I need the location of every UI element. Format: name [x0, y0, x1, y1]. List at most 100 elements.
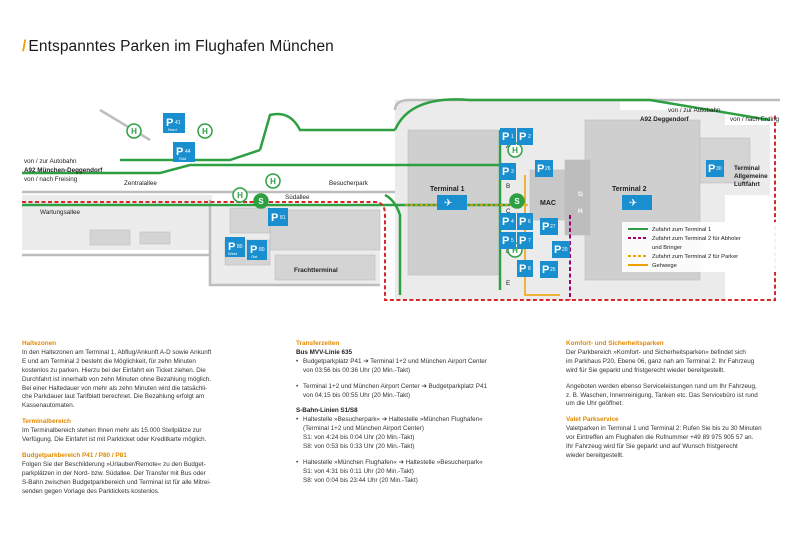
text-line: parkplätzen in der Nord- bzw. Südallee. … [22, 469, 206, 477]
label-suedallee: Südallee [285, 194, 310, 201]
text-line: senden gegen Vorlage des Parktickets kos… [22, 487, 160, 495]
text-line: Folgen Sie der Beschilderung »Urlauber/R… [22, 460, 206, 468]
bus-stop-icon [265, 173, 281, 189]
text-line: von 03:56 bis 00:36 Uhr (20 Min.-Takt) [303, 366, 411, 374]
text-line: vor Eintreffen am Flughafen die Rufnumme… [566, 434, 754, 442]
label-autobahn-right-3: von / nach Erding [730, 116, 780, 123]
text-line: Angeboten werden ebenso Serviceleistunge… [566, 382, 757, 390]
page-title: /Entspanntes Parken im Flughafen München [22, 38, 334, 56]
svg-text:P: P [554, 244, 561, 256]
legend-label-t2-parker: Zufahrt zum Terminal 2 für Parker [652, 254, 738, 260]
svg-text:P: P [542, 221, 549, 233]
text-line: (Terminal 1+2 und München Airport Center… [303, 425, 424, 433]
bus-stop-icon [126, 123, 142, 139]
text-line: Durchfahrt ist innerhalb von zehn Minute… [22, 375, 212, 383]
building-fracht-2 [274, 254, 376, 281]
heading-haltezonen: Haltezonen [22, 340, 57, 347]
text-line: von 04:15 bis 00:55 Uhr (20 Min.-Takt) [303, 391, 411, 399]
svg-text:P: P [502, 166, 509, 178]
label-frachtterminal: Frachtterminal [294, 267, 338, 274]
bus-stop-icon [232, 187, 248, 203]
label-ga-3: Luftfahrt [734, 181, 761, 188]
route-green-loop [258, 112, 395, 151]
bus-title: Bus MVV-Linie 635 [296, 348, 352, 356]
legend-label-t2-abholer: Zufahrt zum Terminal 2 für Abholer [652, 236, 741, 242]
svg-text:Ost: Ost [251, 254, 258, 259]
title-slash: / [22, 38, 27, 55]
building-fracht-1 [269, 209, 381, 251]
route-green-ne [393, 98, 771, 131]
text-line: Im Terminalbereich stehen Ihnen mehr als… [22, 427, 202, 435]
label-h: H [578, 208, 583, 215]
svg-text:P: P [271, 212, 278, 224]
text-line: Der Parkbereich »Komfort- und Sicherheit… [566, 348, 746, 356]
heading-valet: Valet Parkservice [566, 416, 619, 424]
text-line: Verfügung. Die Einfahrt ist mit Parktick… [22, 436, 207, 444]
svg-text:P: P [537, 163, 544, 175]
svg-text:81: 81 [280, 215, 286, 221]
label-autobahn-left-1: von / zur Autobahn [24, 158, 77, 165]
svg-text:20: 20 [562, 247, 568, 253]
bus-letter: H [202, 127, 208, 136]
legend-label-gehwege: Gehwege [652, 263, 677, 269]
text-line: S8: von 0:53 bis 0:33 Uhr (20 Min.-Takt) [303, 443, 415, 451]
sbahn-icon [509, 193, 525, 209]
label-besucherpark: Besucherpark [329, 180, 369, 187]
svg-text:P: P [519, 131, 526, 143]
svg-text:41: 41 [175, 120, 181, 126]
transit-letters: H H H H H H S S [131, 127, 520, 255]
label-autobahn-right-1: von / zur Autobahn [668, 107, 721, 114]
text-line: im Parkhaus P20, Ebene 06, ganz nah am T… [566, 357, 755, 365]
svg-text:P: P [502, 216, 509, 228]
bus-letter: H [512, 146, 518, 155]
svg-text:7: 7 [528, 238, 531, 244]
text-line: S-Bahn zwischen Budgetparkbereich und Te… [22, 478, 211, 486]
bus-letter: H [131, 127, 137, 136]
plane-icon-t2: ✈ [629, 198, 637, 209]
svg-text:1: 1 [511, 134, 514, 140]
text-line: Valetparken in Terminal 1 und Terminal 2… [566, 425, 762, 433]
svg-text:80: 80 [237, 244, 243, 250]
info-column-3: Komfort- und Sicherheitsparken Der Parkb… [566, 340, 791, 461]
text-line: wieder bereitgestellt. [566, 451, 624, 459]
text-line: Haltestelle »Besucherpark« ➔ Haltestelle… [296, 416, 541, 425]
text-line: kostenlos zu parken. Hierzu bei der Einf… [22, 366, 206, 374]
svg-text:P: P [250, 244, 257, 256]
svg-text:P: P [228, 241, 235, 253]
route-green-north-link [120, 148, 261, 162]
mac-building [529, 169, 571, 221]
route-green-drop [384, 193, 402, 295]
svg-text:P: P [519, 216, 526, 228]
text-line: In den Haltezonen am Terminal 1, Abflug/… [22, 348, 212, 356]
text-line: S8: von 0:04 bis 23:44 Uhr (20 Min.-Takt… [303, 476, 418, 484]
plane-signs: ✈ ✈ [437, 195, 652, 210]
svg-text:30: 30 [716, 166, 722, 172]
svg-text:P: P [519, 263, 526, 275]
label-c: C [506, 208, 511, 215]
label-wartungsallee: Wartungsallee [40, 209, 81, 216]
building-wart-2 [139, 231, 171, 245]
svg-text:P: P [519, 235, 526, 247]
green-routes [22, 98, 771, 295]
plane-icon-t1: ✈ [444, 198, 452, 209]
bus-letter: H [512, 246, 518, 255]
text-line: Haltestelle »München Flughafen« ➔ Haltes… [296, 459, 541, 468]
text-line: z. B. Waschen, Innenreinigung, Tanken et… [566, 391, 758, 399]
airport-map: von / zur Autobahn A92 München-Deggendor… [22, 98, 780, 301]
text-line: Bei einer Haltedauer von mehr als zehn M… [22, 384, 208, 392]
text-line: S1: von 4:24 bis 0:04 Uhr (20 Min.-Takt) [303, 434, 415, 442]
text-line: S1: von 4:31 bis 0:11 Uhr (20 Min.-Takt) [303, 467, 414, 475]
svg-text:27: 27 [550, 224, 556, 230]
label-autobahn-left-3: von / nach Freising [24, 176, 78, 183]
